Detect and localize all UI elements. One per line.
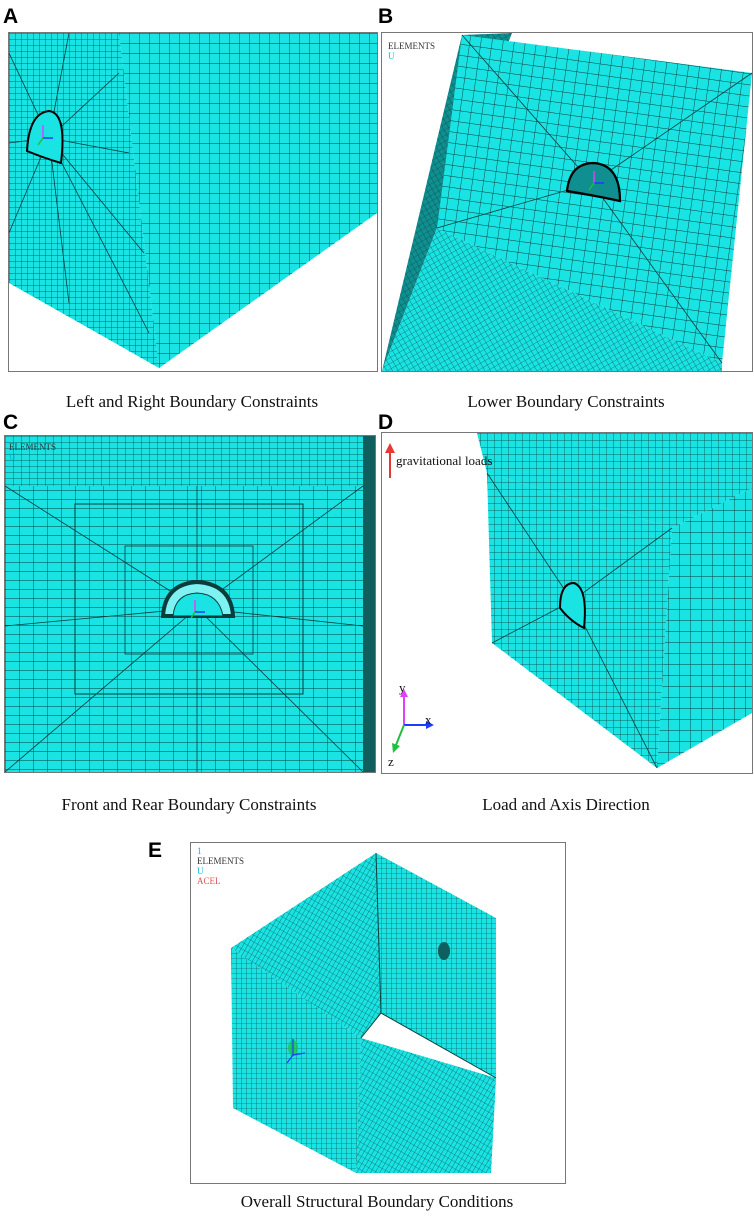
mesh-face-side — [363, 436, 375, 772]
legend-elements: ELEMENTS — [9, 442, 56, 452]
tunnel-opening — [558, 581, 586, 630]
panel-d-mesh-view: gravitational loads y x z — [381, 432, 753, 774]
panel-b-mesh-view: ELEMENTS U — [381, 32, 753, 372]
tunnel-opening — [438, 942, 450, 960]
caption-d: Load and Axis Direction — [482, 795, 650, 814]
triad-icon — [37, 125, 53, 146]
panel-label-d: D — [378, 411, 394, 434]
legend-elements: ELEMENTS — [197, 856, 244, 866]
load-note: gravitational loads — [396, 453, 493, 468]
axis-triad-icon — [392, 689, 434, 753]
panel-c-mesh-view: ELEMENTS U — [4, 435, 376, 773]
legend-u: U — [388, 51, 395, 61]
panel-a-mesh-view — [8, 32, 378, 372]
caption-b: Lower Boundary Constraints — [467, 392, 665, 411]
tunnel-opening — [25, 109, 64, 165]
panel-label-e: E — [148, 839, 163, 862]
panel-label-c: C — [3, 411, 19, 434]
load-arrow-icon — [385, 443, 395, 478]
caption-c: Front and Rear Boundary Constraints — [61, 795, 317, 814]
panel-label-a: A — [3, 5, 19, 28]
caption-a: Left and Right Boundary Constraints — [65, 392, 319, 411]
axis-label-x: x — [425, 712, 432, 727]
triad-icon — [588, 171, 604, 191]
triad-icon — [190, 600, 205, 619]
caption-e: Overall Structural Boundary Conditions — [240, 1192, 514, 1211]
panel-label-b: B — [378, 5, 394, 28]
legend-elements: ELEMENTS — [388, 41, 435, 51]
legend-u: U — [9, 452, 16, 462]
legend-one: 1 — [197, 846, 202, 856]
legend-acel: ACEL — [197, 876, 221, 886]
panel-e-mesh-view: 1 ELEMENTS U ACEL — [190, 842, 566, 1184]
axis-label-y: y — [399, 680, 406, 695]
legend-u: U — [197, 866, 204, 876]
triad-icon — [286, 1039, 306, 1064]
axis-label-z: z — [388, 754, 394, 769]
